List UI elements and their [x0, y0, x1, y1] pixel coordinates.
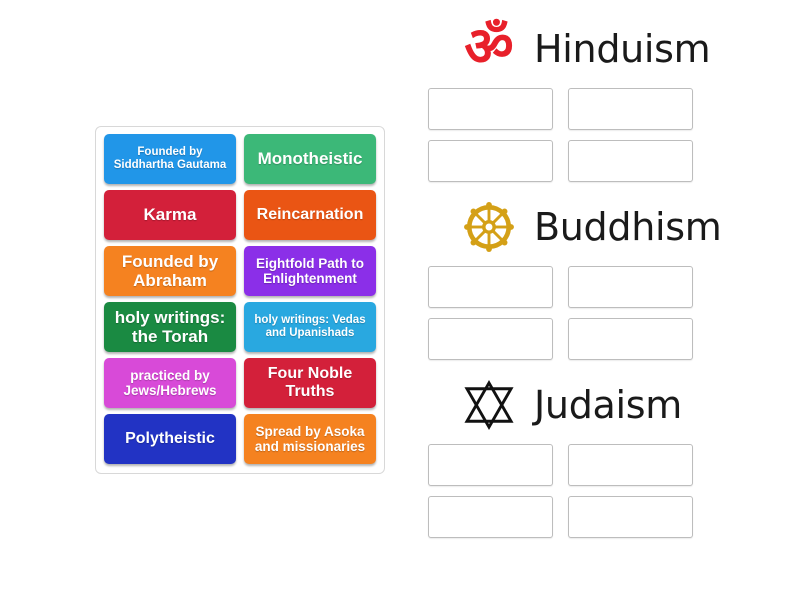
category-section: Buddhism	[424, 188, 724, 360]
dropzone-slot[interactable]	[568, 88, 693, 130]
tile-label: Four Noble Truths	[267, 365, 353, 400]
om-glyph: ॐ	[464, 15, 514, 78]
category-section: ॐ Hinduism	[424, 10, 724, 182]
draggable-tile[interactable]: practiced by Jews/Hebrews	[104, 358, 236, 408]
tile-grid: Founded by Siddhartha Gautama Monotheisti…	[104, 134, 376, 464]
draggable-tile[interactable]: Polytheistic	[104, 414, 236, 464]
tile-label: Polytheistic	[125, 430, 215, 448]
draggable-tile[interactable]: Eightfold Path to Enlightenment	[244, 246, 376, 296]
om-icon: ॐ	[458, 18, 520, 80]
tile-label: holy writings: the Torah	[114, 307, 226, 346]
tile-source-panel: Founded by Siddhartha Gautama Monotheisti…	[95, 126, 385, 474]
dharma-wheel-icon	[458, 196, 520, 258]
draggable-tile[interactable]: Founded by Abraham	[104, 246, 236, 296]
dropzone-slot[interactable]	[428, 496, 553, 538]
draggable-tile[interactable]: Karma	[104, 190, 236, 240]
dropzone-slot[interactable]	[568, 140, 693, 182]
tile-label: Karma	[143, 205, 197, 225]
category-title: Judaism	[534, 383, 682, 427]
draggable-tile[interactable]: Founded by Siddhartha Gautama	[104, 134, 236, 184]
dropzone-slot[interactable]	[428, 88, 553, 130]
tile-label: Eightfold Path to Enlightenment	[256, 255, 364, 286]
dropzone-slot[interactable]	[428, 140, 553, 182]
tile-label: holy writings: Vedas and Upanishads	[254, 314, 366, 339]
category-header: Buddhism	[424, 188, 724, 266]
draggable-tile[interactable]: Reincarnation	[244, 190, 376, 240]
tile-label: practiced by Jews/Hebrews	[123, 367, 217, 398]
tile-label: Reincarnation	[256, 206, 364, 224]
draggable-tile[interactable]: Four Noble Truths	[244, 358, 376, 408]
dropzone-slot[interactable]	[428, 266, 553, 308]
draggable-tile[interactable]: holy writings: Vedas and Upanishads	[244, 302, 376, 352]
star-of-david-icon	[458, 374, 520, 436]
dropzone-slot[interactable]	[568, 266, 693, 308]
dropzone-group	[424, 266, 724, 360]
dropzone-slot[interactable]	[428, 318, 553, 360]
dropzone-slot[interactable]	[568, 444, 693, 486]
dropzone-slot[interactable]	[568, 318, 693, 360]
category-title: Buddhism	[534, 205, 722, 249]
category-section: Judaism	[424, 366, 724, 538]
draggable-tile[interactable]: holy writings: the Torah	[104, 302, 236, 352]
dropzone-slot[interactable]	[428, 444, 553, 486]
category-header: Judaism	[424, 366, 724, 444]
tile-label: Founded by Abraham	[121, 251, 219, 290]
tile-label: Founded by Siddhartha Gautama	[113, 146, 227, 171]
category-header: ॐ Hinduism	[424, 10, 724, 88]
dropzone-group	[424, 444, 724, 538]
tile-label: Monotheistic	[257, 149, 363, 169]
dropzone-group	[424, 88, 724, 182]
category-title: Hinduism	[534, 27, 711, 71]
draggable-tile[interactable]: Monotheistic	[244, 134, 376, 184]
draggable-tile[interactable]: Spread by Asoka and missionaries	[244, 414, 376, 464]
dropzone-slot[interactable]	[568, 496, 693, 538]
tile-label: Spread by Asoka and missionaries	[254, 423, 366, 454]
